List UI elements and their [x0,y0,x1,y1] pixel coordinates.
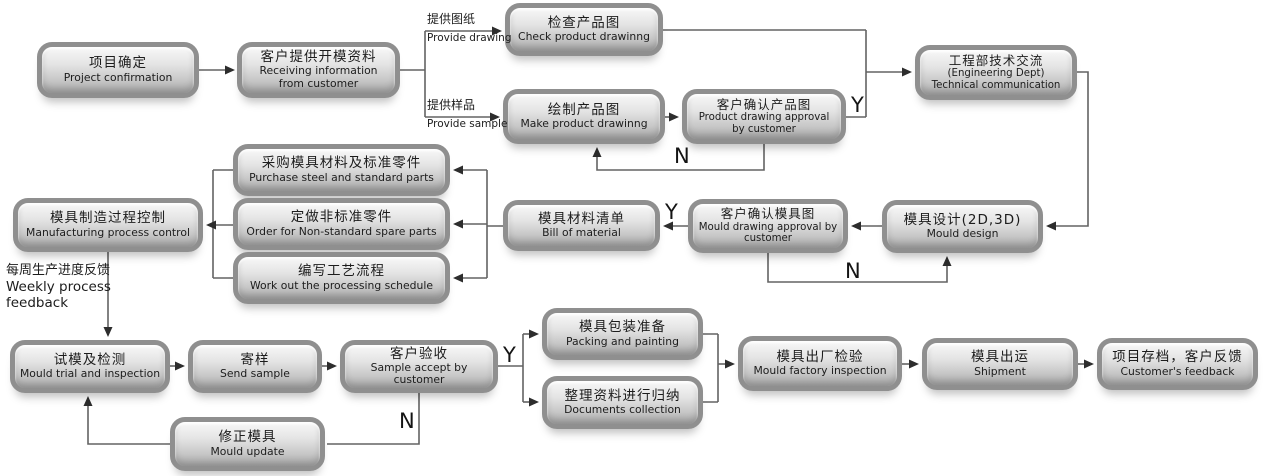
edge-label-cn: 提供样品 [427,98,476,112]
edge-bracket-to-control [212,169,233,279]
edge-label-provide-sample: 提供样品 Provide sample [427,98,508,131]
edge-receiving-branch [400,31,426,117]
node-label-cn: 工程部技术交流 [948,52,1044,68]
edge-mould-approval-no-loop [767,253,952,283]
edge-label-en: Provide drawing [427,32,512,45]
node-label-en: Customer's feedback [1120,364,1235,378]
node-label-cn: 项目确定 [89,55,147,72]
edge-label-en: Provide sample [427,118,508,131]
node-product-approval: 客户确认产品图 Product drawing approval by cust… [682,89,846,144]
node-label-en: Send sample [220,367,290,381]
node-process-control: 模具制造过程控制 Manufacturing process control [13,198,203,252]
node-label-cn: 模具包装准备 [579,319,666,336]
edge-engineering-to-design [1046,71,1089,231]
node-packing: 模具包装准备 Packing and painting [542,308,703,360]
node-send-sample: 寄样 Send sample [188,340,322,393]
node-label-en: Make product drawinng [520,117,648,131]
edge-accept-split [498,334,524,402]
node-label-en: Mould factory inspection [753,364,887,378]
node-label-cn: 绘制产品图 [547,101,621,118]
edge-update-to-trial [83,396,170,445]
node-check-drawing: 检查产品图 Check product drawinng [505,3,663,56]
edge-label-en: Weekly process [6,278,111,295]
node-documents: 整理资料进行归纳 Documents collection [542,376,703,429]
node-mould-trial: 试模及检测 Mould trial and inspection [10,340,170,393]
node-label-en: Mould trial and inspection [19,367,161,381]
label-yes-mould-approval: Y [665,200,678,224]
node-label-en: (Engineering Dept) Technical communicati… [931,68,1061,91]
node-label-en: Product drawing approval by customer [698,112,830,135]
node-label-en: Project confirmation [63,70,173,84]
node-engineering: 工程部技术交流 (Engineering Dept) Technical com… [915,45,1077,100]
node-label-cn: 模具材料清单 [538,210,625,227]
node-label-cn: 模具出运 [971,349,1029,366]
node-make-drawing: 绘制产品图 Make product drawinng [503,89,665,144]
node-label-en: Shipment [974,364,1026,378]
node-processing-schedule: 编写工艺流程 Work out the processing schedule [233,252,450,304]
node-label-cn: 试模及检测 [53,351,127,368]
node-label-cn: 客户提供开模资料 [260,49,377,66]
node-label-en: Bill of material [542,226,621,240]
node-label-en: Mould update [210,444,285,458]
edge-accept-no-to-update [327,393,420,445]
node-label-cn: 编写工艺流程 [298,263,385,280]
edge-bom-split [486,170,503,278]
label-no-sample-accept: N [399,409,415,433]
node-bill-of-material: 模具材料清单 Bill of material [503,200,660,251]
node-purchase-parts: 采购模具材料及标准零件 Purchase steel and standard … [233,144,450,196]
edge-label-provide-drawing: 提供图纸 Provide drawing [427,12,512,45]
node-label-en: Mould drawing approval by customer [698,221,838,245]
node-label-cn: 客户验收 [390,345,448,362]
edge-label-cn: 提供图纸 [427,12,476,26]
node-label-cn: 模具制造过程控制 [50,210,166,227]
node-archive-feedback: 项目存档，客户反馈 Customer's feedback [1097,338,1258,390]
node-mould-design: 模具设计(2D,3D) Mould design [882,200,1043,253]
node-label-en: Order for Non-standard spare parts [246,224,437,238]
node-project-confirmation: 项目确定 Project confirmation [37,42,199,98]
node-label-cn: 模具出厂检验 [776,348,864,365]
node-label-en: Mould design [926,227,999,241]
node-label-cn: 寄样 [240,351,270,368]
node-label-cn: 采购模具材料及标准零件 [261,155,422,172]
node-label-cn: 模具设计(2D,3D) [903,211,1022,228]
node-label-en: Packing and painting [566,334,679,348]
edge-label-en: feedback [6,295,69,312]
edge-merge-to-engineering [663,29,867,118]
node-shipment: 模具出运 Shipment [922,338,1078,390]
node-mould-update: 修正模具 Mould update [170,417,325,471]
label-yes-product-approval: Y [851,93,864,117]
node-label-cn: 项目存档，客户反馈 [1112,349,1243,366]
node-factory-inspection: 模具出厂检验 Mould factory inspection [738,336,902,391]
node-label-cn: 定做非标准零件 [290,209,393,226]
node-label-cn: 客户确认产品图 [716,96,812,112]
node-label-cn: 检查产品图 [547,14,621,31]
edge-pack-doc-merge [703,333,719,403]
node-receiving-info: 客户提供开模资料 Receiving information from cust… [237,42,400,98]
edge-product-approval-no-loop [592,144,765,171]
node-label-cn: 整理资料进行归纳 [564,387,681,404]
node-label-cn: 客户确认模具图 [720,206,816,222]
node-label-en: Receiving information from customer [259,64,378,90]
node-order-parts: 定做非标准零件 Order for Non-standard spare par… [233,198,450,250]
node-label-cn: 修正模具 [218,429,277,446]
node-label-en: Sample accept by customer [370,360,468,387]
edge-label-cn: 每周生产进度反馈 [6,263,111,278]
edge-label-weekly-feedback: 每周生产进度反馈 Weekly process feedback [6,263,111,312]
node-mould-approval: 客户确认模具图 Mould drawing approval by custom… [688,199,848,253]
node-sample-accept: 客户验收 Sample accept by customer [340,340,498,393]
node-label-en: Work out the processing schedule [249,278,434,292]
label-yes-sample-accept: Y [503,343,516,367]
node-label-en: Purchase steel and standard parts [249,170,434,184]
node-label-en: Manufacturing process control [26,225,190,239]
node-label-en: Documents collection [564,403,681,417]
node-label-en: Check product drawinng [518,30,650,44]
label-no-product-approval: N [674,144,690,168]
label-no-mould-approval: N [845,259,861,283]
